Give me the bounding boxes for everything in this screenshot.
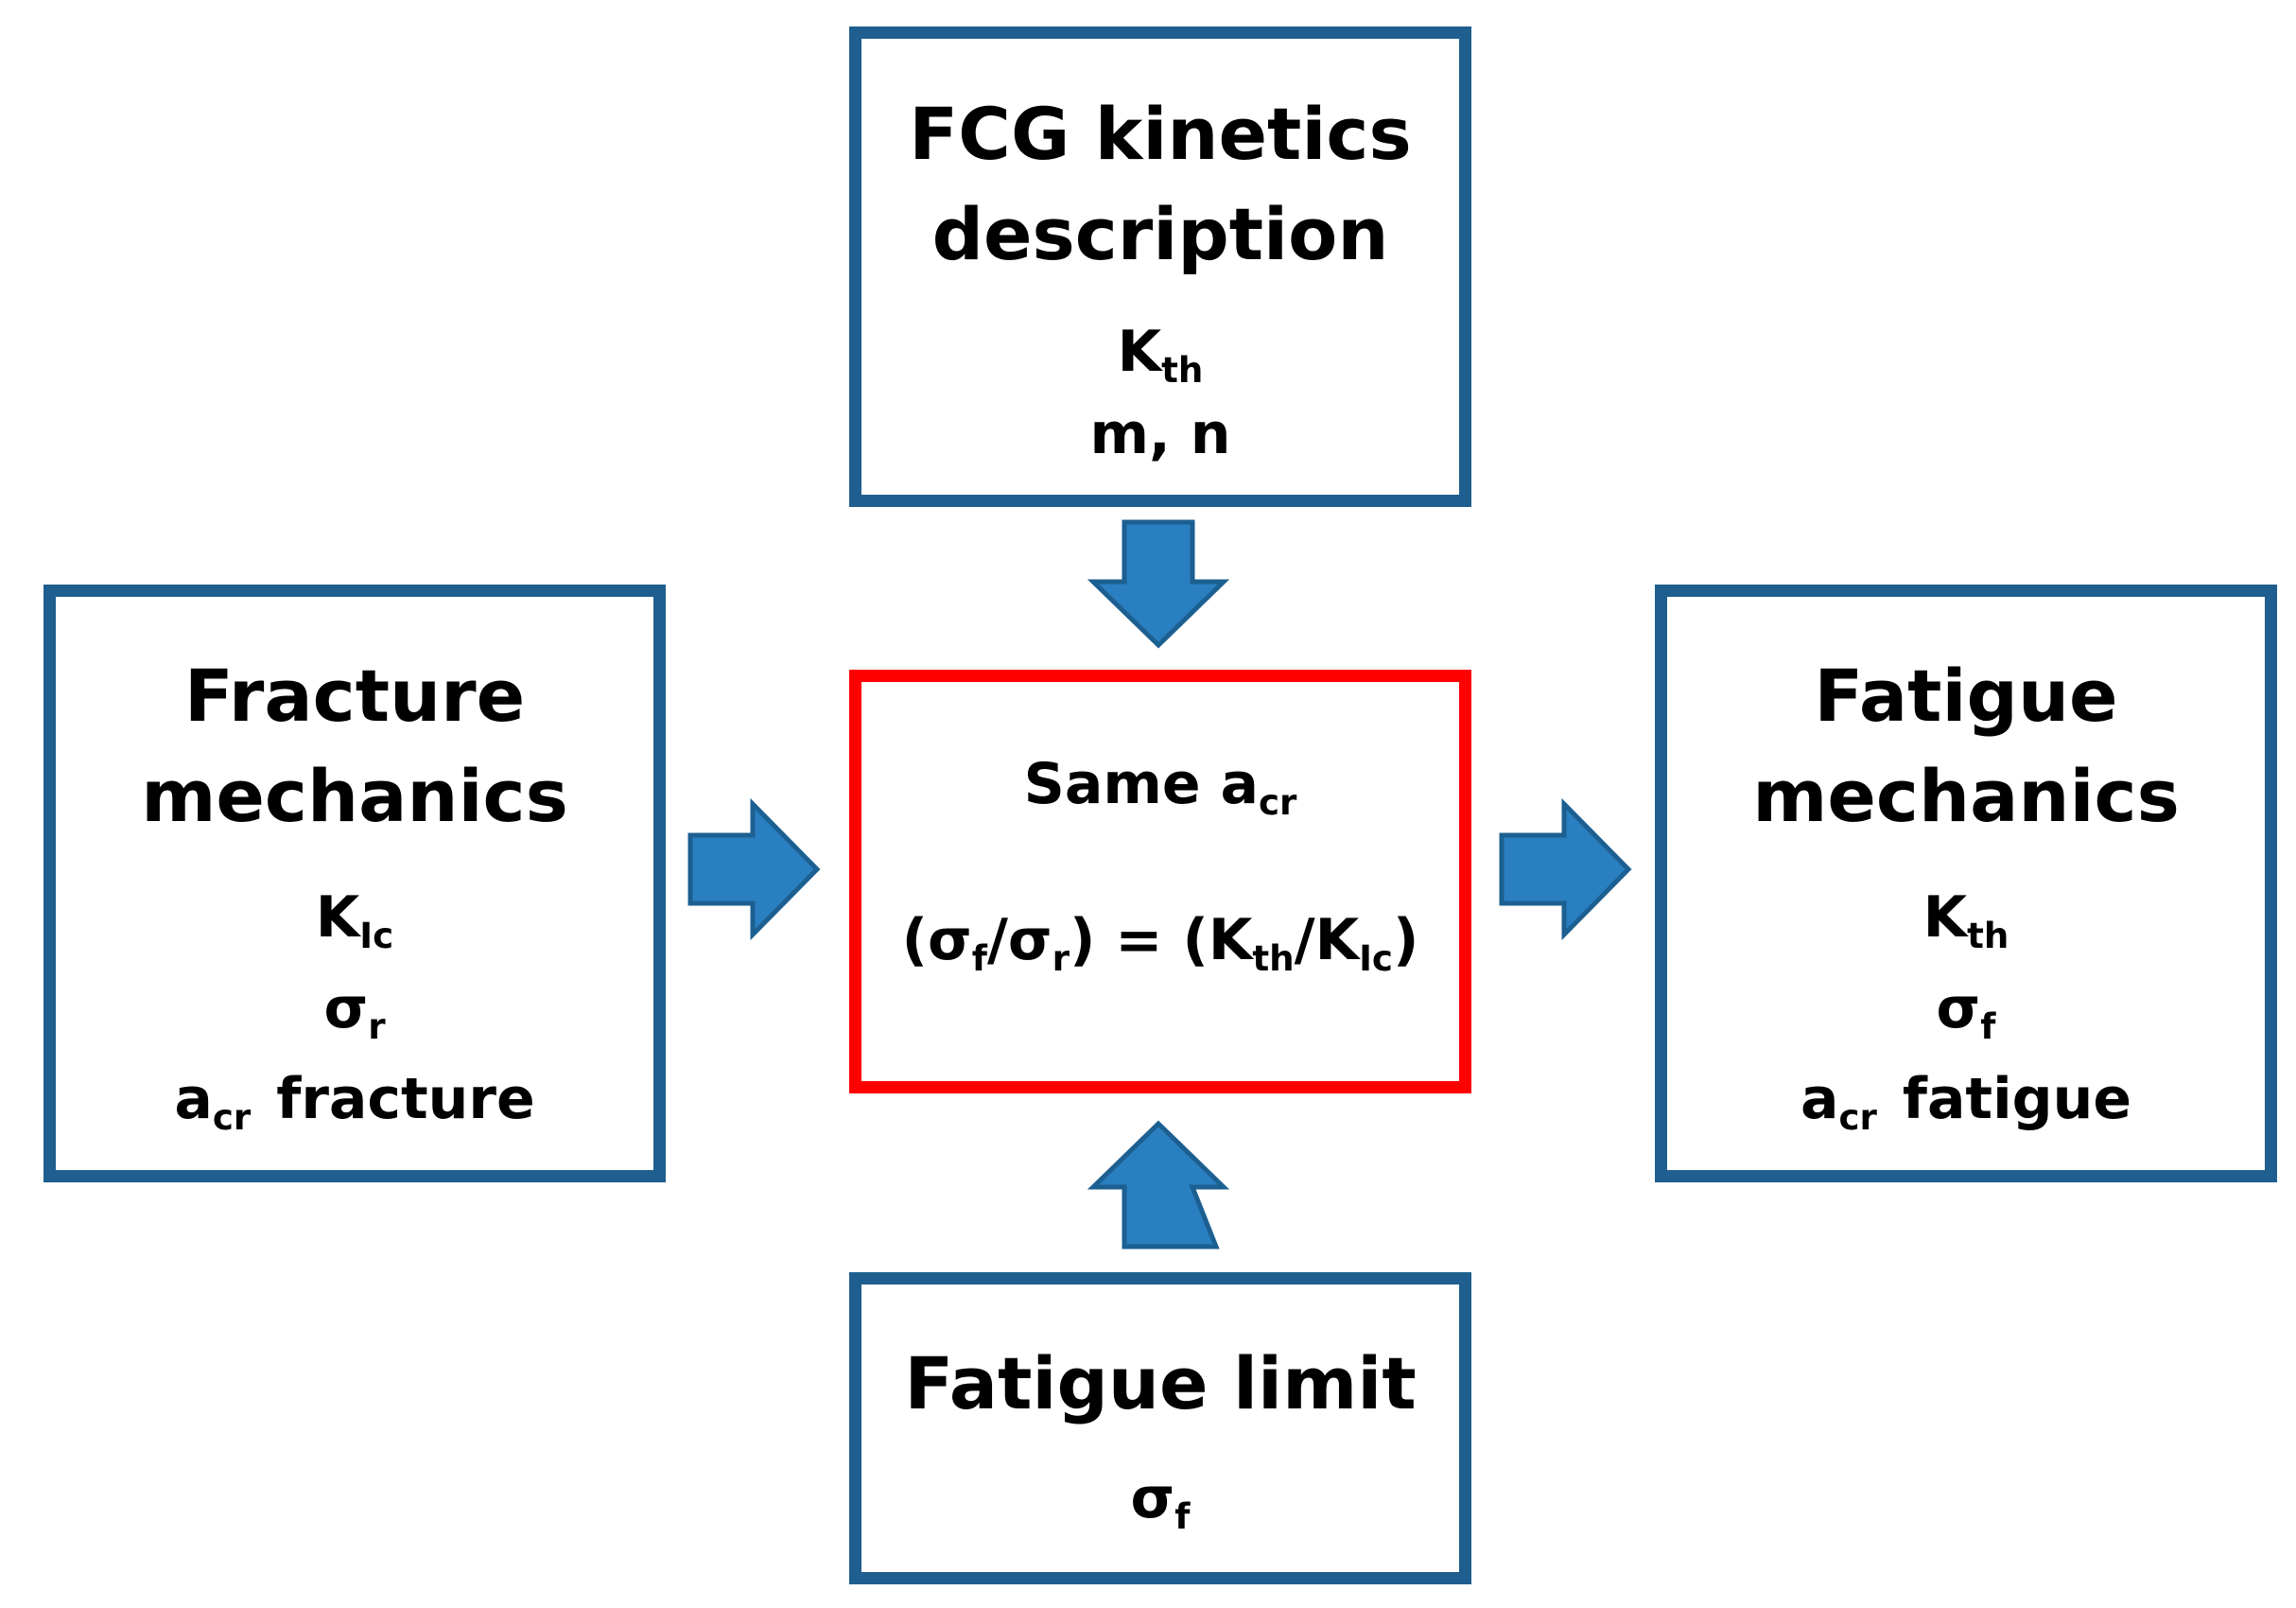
arrow-right-icon bbox=[687, 797, 821, 941]
same-acr-heading: Same acr bbox=[1023, 751, 1297, 823]
same-acr-box: Same acr (σf/σr) = (Kth/KIc) bbox=[849, 670, 1471, 1093]
fatigue-limit-param-sigma-f: σf bbox=[1130, 1465, 1191, 1538]
fcg-kinetics-param-kth: Kth bbox=[1117, 318, 1204, 391]
arrow-right-icon bbox=[1499, 797, 1632, 941]
fracture-mechanics-title-line-1: Fracture bbox=[183, 654, 526, 738]
fatigue-mechanics-title-line-2: mechanics bbox=[1752, 754, 2180, 839]
arrow-up-icon bbox=[1087, 1120, 1230, 1250]
fcg-kinetics-param-mn: m, n bbox=[1089, 400, 1231, 467]
fracture-param-kic: KIc bbox=[315, 883, 394, 956]
fracture-mechanics-title-line-2: mechanics bbox=[141, 754, 568, 839]
stress-ratio-equation: (σf/σr) = (Kth/KIc) bbox=[901, 907, 1419, 979]
fatigue-param-kth: Kth bbox=[1922, 883, 2009, 956]
fatigue-mechanics-title-line-1: Fatigue bbox=[1814, 654, 2118, 738]
fcg-kinetics-box: FCG kinetics description Kth m, n bbox=[849, 26, 1471, 507]
fatigue-limit-title: Fatigue limit bbox=[904, 1341, 1417, 1425]
fcg-kinetics-title-line-1: FCG kinetics bbox=[909, 92, 1412, 176]
fatigue-limit-box: Fatigue limit σf bbox=[849, 1272, 1471, 1584]
fatigue-param-sigma-f: σf bbox=[1936, 974, 1996, 1047]
fcg-kinetics-title-line-2: description bbox=[931, 192, 1389, 277]
arrow-down-icon bbox=[1087, 519, 1230, 649]
fracture-param-sigma-r: σr bbox=[323, 974, 386, 1047]
